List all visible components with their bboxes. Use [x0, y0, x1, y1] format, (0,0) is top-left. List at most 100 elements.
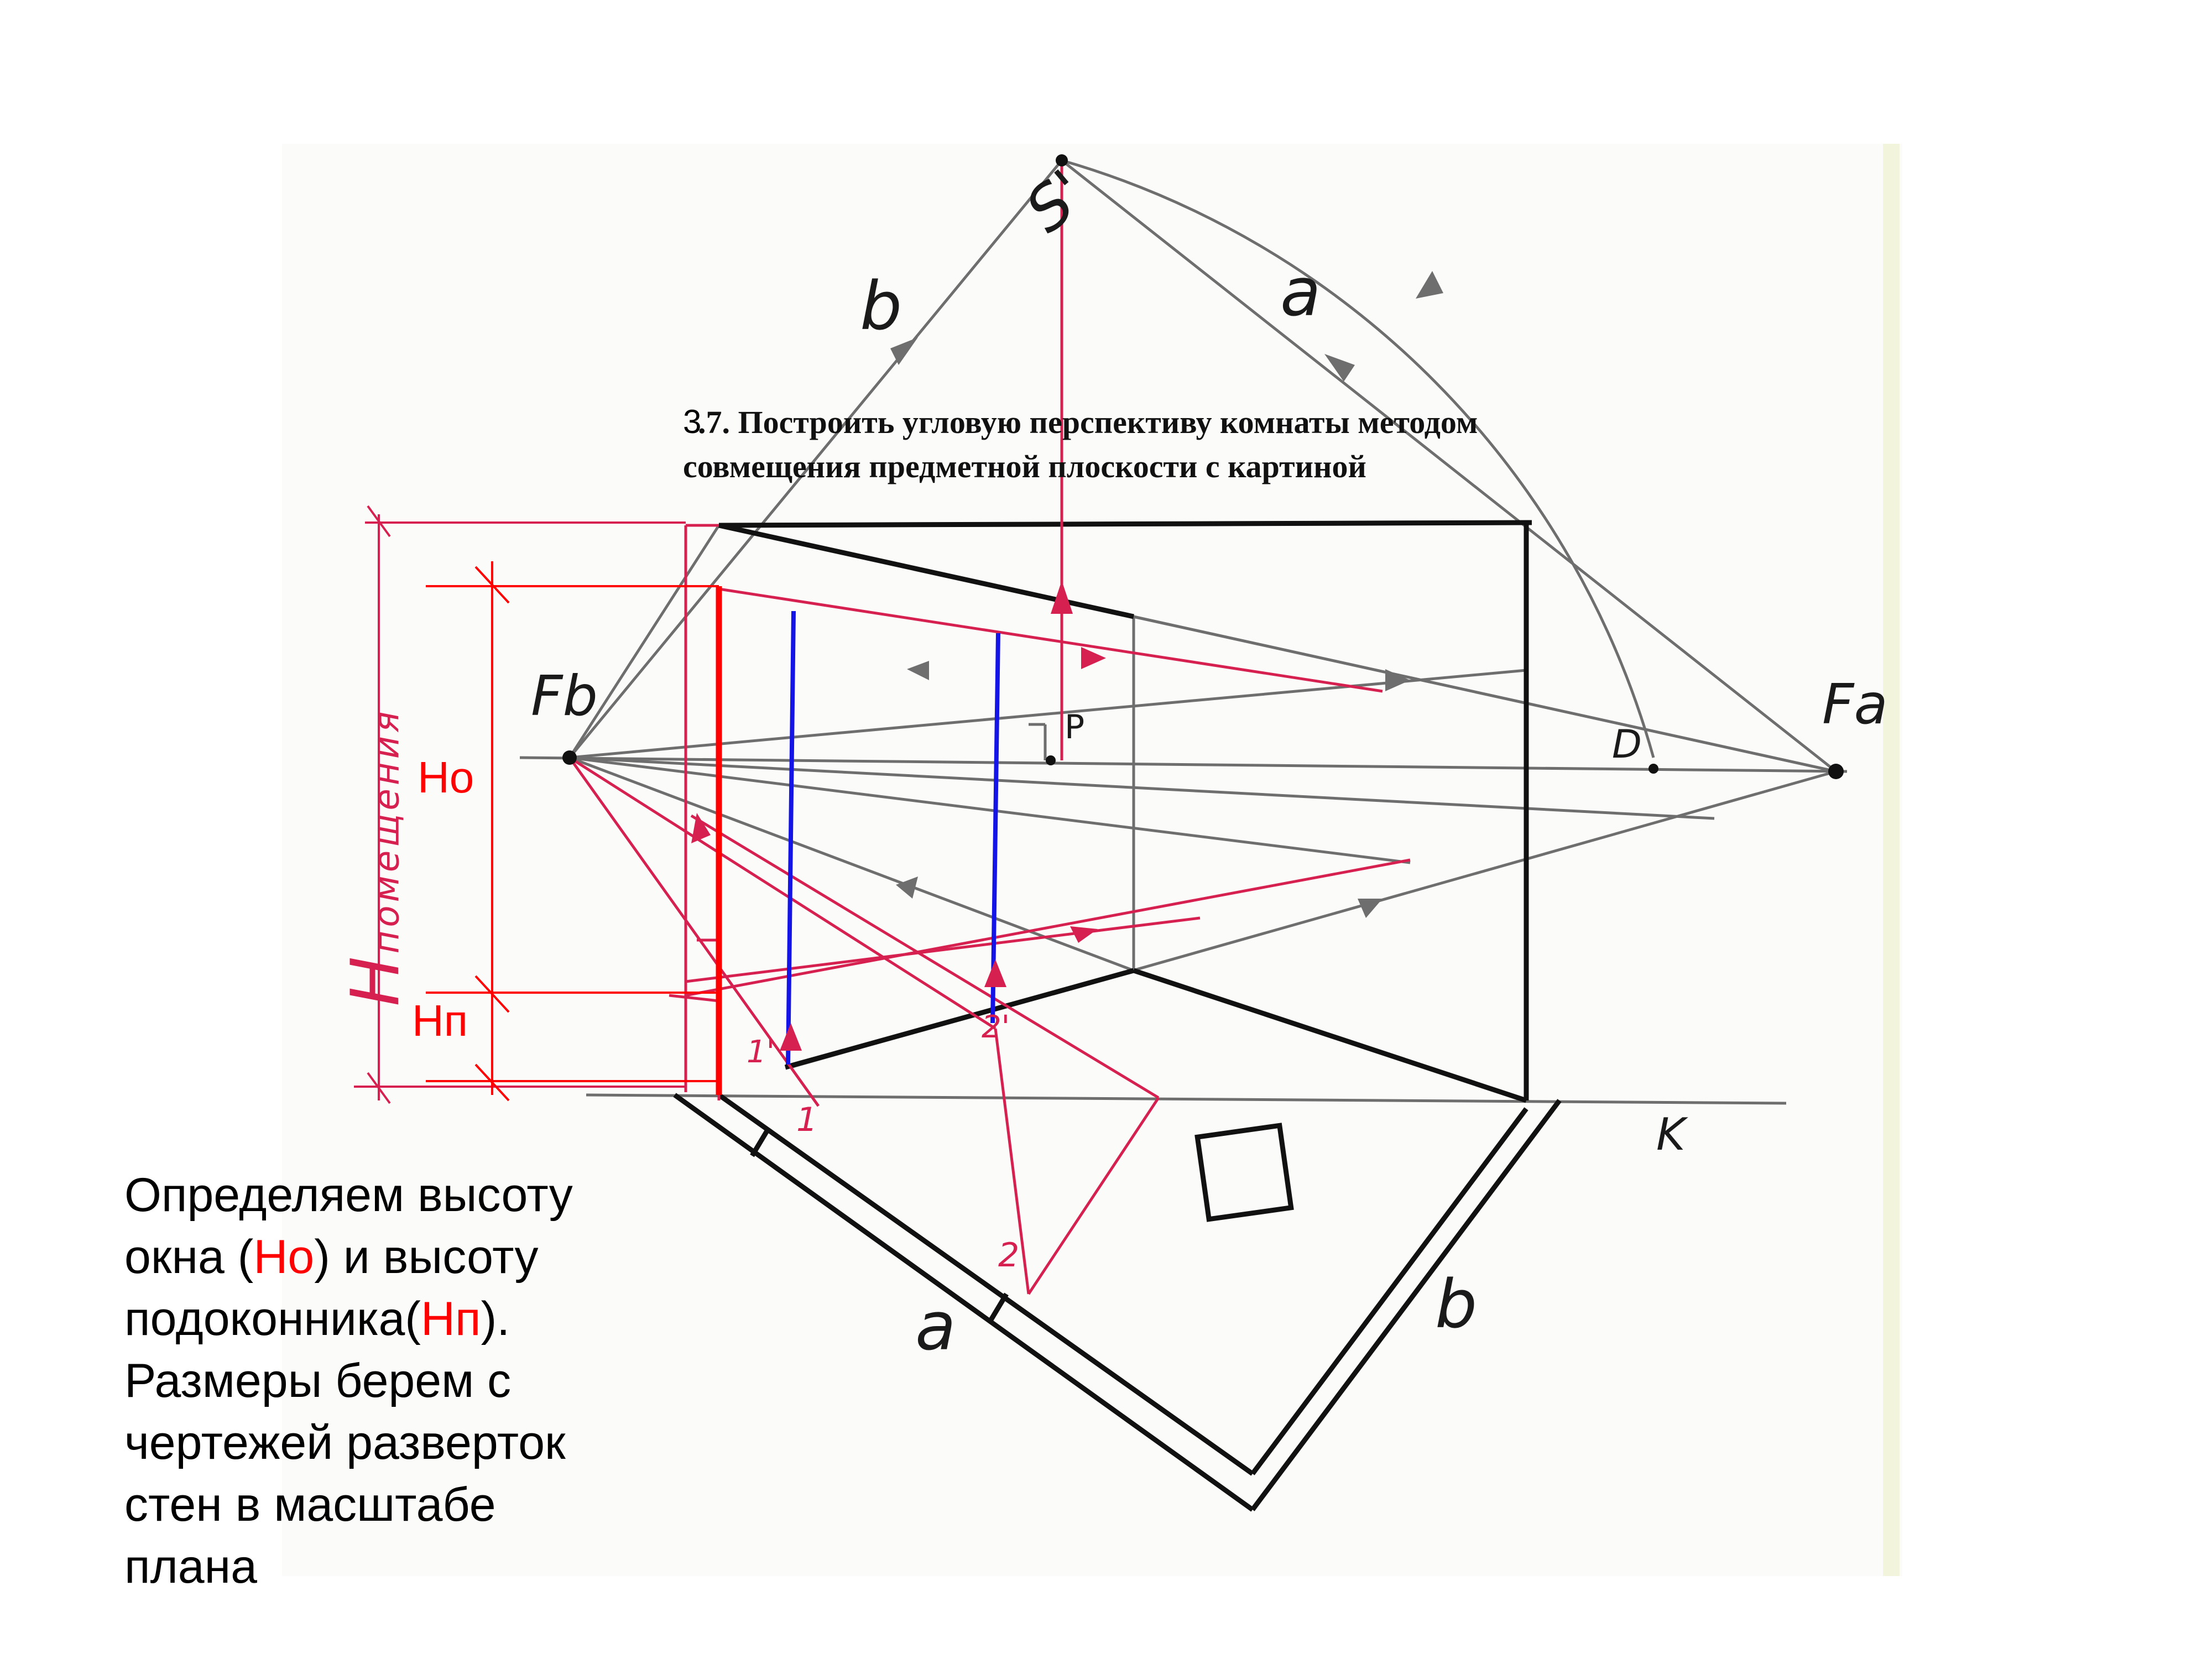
ink-lines	[673, 520, 1562, 1512]
label-Fa: Fa	[1822, 672, 1888, 737]
line-Fb-lower	[569, 756, 1134, 972]
ray-Fb-1p	[568, 757, 792, 1068]
room-height-tick-top	[367, 505, 391, 538]
point-D	[1648, 764, 1658, 774]
ground-line-K	[586, 1093, 1787, 1105]
sill-ray-1	[685, 858, 1411, 997]
Ho-tick-bottom	[474, 975, 510, 1013]
construction-lines	[519, 159, 1848, 1105]
arrow-Fa-floor	[1358, 899, 1383, 918]
sill-mark-low	[669, 994, 719, 1003]
window-top-ray	[718, 587, 1383, 693]
plan-window-tick-2	[988, 1292, 1009, 1323]
task-title-line1: .7. Построить угловую перспективу комнат…	[698, 404, 1478, 440]
point-P	[1046, 755, 1056, 765]
plan-wall-b-inner	[1250, 1107, 1528, 1475]
room-height-H: H	[337, 956, 415, 1006]
label-b-bottom: b	[1435, 1266, 1478, 1343]
room-height-word: помещения	[366, 708, 408, 954]
ceiling-left-edge	[718, 523, 1134, 619]
label-P: P	[1065, 708, 1085, 747]
line-Fb-upper	[569, 669, 1527, 759]
ray-1p-1	[789, 1066, 820, 1107]
line-S-Fb	[568, 159, 1063, 759]
room-height-tick-bottom	[367, 1072, 391, 1104]
plan-window-tick-1	[750, 1126, 771, 1157]
arrow-a	[1324, 354, 1355, 382]
label-a-bottom: a	[915, 1288, 956, 1365]
line-Fb-low	[569, 756, 1411, 864]
arrow-sill	[1070, 926, 1098, 943]
window-dimensions	[426, 561, 722, 1102]
red-arrow-heads	[691, 581, 1106, 1051]
plan-column-square	[1194, 1123, 1294, 1222]
task-number: 3	[683, 403, 702, 440]
Hp-tick-bottom	[474, 1063, 510, 1102]
caption-2c: ) и высоту	[314, 1230, 539, 1284]
arrow-Fb-upper	[907, 661, 929, 680]
label-K: K	[1656, 1109, 1686, 1160]
caption-Hp: Нп	[420, 1292, 481, 1345]
plan-wall-a-inner	[717, 1093, 1254, 1476]
plan-wall-b-outer	[1250, 1099, 1562, 1511]
caption-line-2: окна (Но) и высоту	[124, 1226, 677, 1288]
room-height-label: H помещения	[338, 708, 415, 1006]
label-point-1p: 1'	[747, 1034, 775, 1070]
room-height-dimension	[354, 505, 686, 1104]
ray-Fb-2p	[568, 756, 997, 1030]
caption-3c: ).	[481, 1292, 510, 1345]
arrow-arc	[1416, 271, 1443, 299]
sill-ray-2	[685, 916, 1201, 983]
arrow-to-plan	[691, 813, 711, 843]
floor-back-right	[1133, 968, 1527, 1103]
caption-line-7: плана	[124, 1540, 257, 1593]
Ho-tick-top	[474, 566, 510, 604]
caption-line-3: подоконника(Нп).	[124, 1288, 677, 1350]
explanation-caption: Определяем высоту окна (Но) и высоту под…	[124, 1164, 677, 1598]
point-Fa	[1828, 764, 1844, 779]
window-left-edge	[786, 611, 796, 1065]
points	[562, 154, 1844, 779]
plan-wall-a-outer	[673, 1093, 1254, 1512]
line-Fa-upper	[1133, 615, 1837, 773]
point-S	[1056, 154, 1068, 166]
arc-S-to-D	[1061, 159, 1655, 758]
arrow-1p	[780, 1023, 802, 1051]
ray-to-plan	[690, 814, 1160, 1099]
arrow-2p	[984, 959, 1006, 987]
caption-line-5: чертежей разверток	[124, 1416, 566, 1469]
label-b-top: b	[860, 268, 902, 345]
arrow-window-top	[1081, 647, 1106, 669]
arrow-b	[890, 337, 918, 365]
Hp-label: Нп	[412, 996, 468, 1045]
caption-line-6: стен в масштабе	[124, 1478, 496, 1531]
caption-line-4: Размеры берем с	[124, 1354, 512, 1407]
ray-2p-2	[994, 1028, 1030, 1295]
window-right-edge	[990, 633, 1000, 1024]
ceiling-front-edge	[718, 520, 1532, 528]
label-point-1: 1	[796, 1100, 818, 1139]
label-point-2: 2	[998, 1236, 1020, 1275]
horizon-line	[519, 756, 1848, 773]
label-a-top: a	[1280, 254, 1321, 331]
point-Fb	[562, 750, 577, 765]
scan-edge-strip	[1883, 144, 1900, 1576]
caption-Ho: Но	[253, 1230, 315, 1284]
line-S-Fa	[1061, 159, 1837, 773]
arrow-P-up	[1051, 581, 1073, 614]
line-Fb-top-left	[568, 524, 721, 759]
label-point-2p: 2'	[982, 1009, 1010, 1045]
caption-2a: окна (	[124, 1230, 254, 1284]
task-title-line2: совмещения предметной плоскости с картин…	[683, 448, 1366, 484]
arrow-Fa-upper	[1385, 669, 1410, 691]
Ho-label: Но	[418, 753, 474, 802]
label-Fb: Fb	[531, 664, 598, 728]
line-Fb-mid	[569, 756, 1715, 820]
plan-2-ray	[1027, 1097, 1160, 1295]
arrow-heads	[890, 271, 1443, 918]
caption-line-1: Определяем высоту	[124, 1168, 573, 1222]
red-pen-construction	[568, 160, 1411, 1295]
caption-3a: подоконника(	[124, 1292, 421, 1345]
